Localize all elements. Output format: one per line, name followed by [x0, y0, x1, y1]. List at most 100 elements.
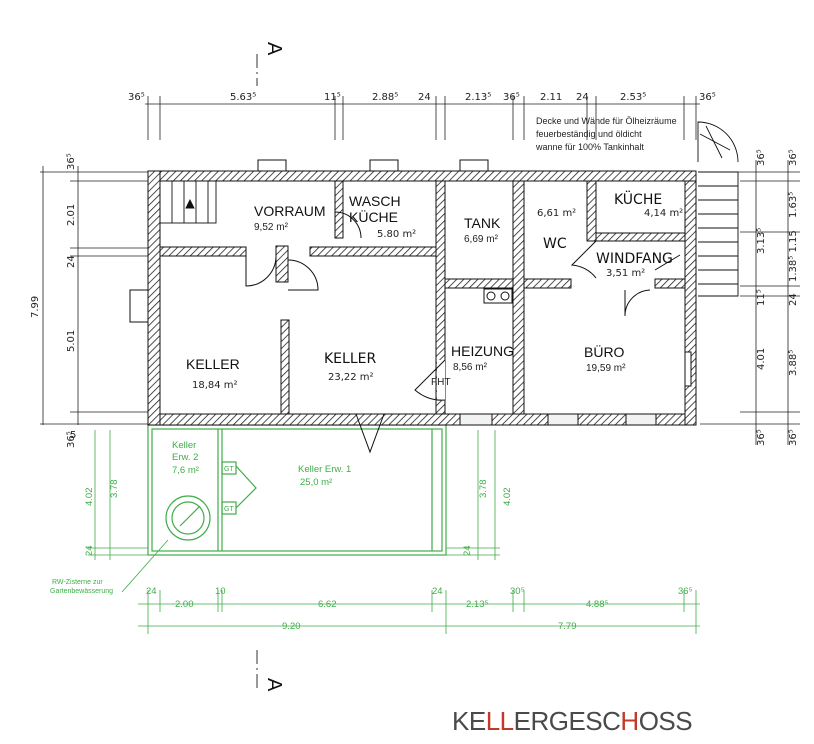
dim-right-3: 11⁵	[756, 289, 767, 306]
extension-outline	[147, 424, 447, 556]
dim-bottom-top-2: 10	[215, 586, 226, 597]
dim-green-left-2: 3.78	[109, 480, 120, 499]
dim-top-1: 36⁵	[128, 92, 145, 103]
area-kueche: 4,14 m²	[644, 208, 683, 219]
title-part-6: OSS	[638, 706, 693, 736]
cistern-leader	[121, 539, 169, 593]
room-keller-mid: KELLER	[324, 351, 376, 367]
dim-bottom-mid-2: 6.62	[318, 599, 337, 610]
page-title: KELLERGESCHOSS	[452, 706, 693, 737]
dim-top-10: 2.53⁵	[620, 92, 646, 103]
cistern-label-1: RW-Zisterne zur	[52, 579, 103, 586]
dim-bottom-top-1: 24	[146, 586, 157, 597]
dim-top-3: 11⁵	[324, 92, 341, 103]
erw1-area: 25,0 m²	[300, 477, 332, 488]
dim-left-5: 36⁵	[66, 431, 77, 448]
area-windfang: 3,51 m²	[606, 268, 645, 279]
area-heizung: 8,56 m²	[453, 362, 488, 373]
windows	[129, 159, 692, 426]
area-keller-left: 18,84 m²	[192, 380, 238, 391]
dim-top-9: 24	[576, 92, 589, 103]
green-bottom-dims	[138, 590, 700, 634]
dim-top-4: 2.88⁵	[372, 92, 398, 103]
dim-green-mid-3: 24	[462, 545, 473, 556]
dim-bottom-top-3: 24	[432, 586, 443, 597]
dim-top-11: 36⁵	[699, 92, 716, 103]
room-wc: WC	[543, 236, 567, 252]
room-tank: TANK	[464, 215, 501, 231]
dim-green-mid-1: 3.78	[478, 480, 489, 499]
door-openings	[280, 284, 625, 400]
dim-top-8: 2.11	[540, 92, 562, 103]
dim-top-5: 24	[418, 92, 431, 103]
green-vertical-dims	[88, 430, 500, 560]
dim-bottom-2: 7.79	[558, 621, 577, 632]
dim-right-9: 3.88⁵	[788, 350, 799, 376]
dim-right-5: 36⁵	[788, 149, 799, 166]
dim-right-11: 36⁵	[756, 429, 767, 446]
erw1-line-1: Keller Erw. 1	[298, 464, 351, 475]
room-keller-left: KELLER	[186, 356, 240, 372]
dim-bottom-1: 9.20	[282, 621, 301, 632]
dim-top-7: 36⁵	[503, 92, 520, 103]
note-line-1: Decke und Wände für Ölheizräume	[536, 116, 677, 126]
area-keller-mid: 23,22 m²	[328, 372, 374, 383]
top-dimension-line	[145, 96, 700, 140]
dim-right-10: 36⁵	[788, 429, 799, 446]
room-heizung: HEIZUNG	[451, 343, 514, 359]
erw2-area: 7,6 m²	[172, 465, 199, 476]
dim-bottom-mid-3: 2.13⁵	[466, 599, 488, 610]
room-buero: BÜRO	[584, 343, 625, 360]
dim-left-4: 5.01	[66, 330, 77, 352]
dim-green-mid-2: 4.02	[502, 488, 513, 507]
boiler-icon	[483, 288, 513, 304]
title-part-4: GESC	[548, 706, 621, 736]
label-fht: FHT	[431, 377, 450, 388]
dim-bottom-mid-4: 4.88⁵	[586, 599, 608, 610]
dim-green-left-3: 24	[84, 545, 95, 556]
note-line-3: wanne für 100% Tankinhalt	[535, 142, 644, 152]
section-marker-bottom: A	[263, 678, 285, 692]
left-dimension-lines	[40, 166, 160, 425]
gt-label-1: GT	[224, 466, 234, 473]
dim-green-left-1: 4.02	[84, 488, 95, 507]
gt-label-2: GT	[224, 506, 234, 513]
dim-top-6: 2.13⁵	[465, 92, 491, 103]
dim-right-6: 1.63⁵	[788, 192, 799, 218]
stairs-right	[697, 121, 739, 297]
room-windfang: WINDFANG	[596, 251, 673, 267]
section-marker-top: A	[263, 42, 285, 56]
right-dimension-lines	[700, 160, 800, 445]
dim-left-total: 7.99	[30, 296, 41, 318]
room-waschkueche-1: WASCH	[349, 193, 401, 209]
area-tank: 6,69 m²	[464, 234, 499, 245]
area-waschkueche: 5.80 m²	[377, 229, 416, 240]
dim-right-12: 5	[70, 430, 76, 441]
cistern-label-2: Gartenbewässerung	[50, 588, 113, 595]
title-part-1: KE	[452, 706, 486, 736]
dim-bottom-top-4: 30⁵	[510, 586, 525, 597]
room-kueche: KÜCHE	[614, 190, 662, 208]
dim-top-2: 5.63⁵	[230, 92, 256, 103]
erw2-line-1: Keller	[172, 440, 196, 451]
dim-bottom-top-5: 36⁵	[678, 586, 693, 597]
dim-left-3: 24	[66, 255, 77, 268]
erw2-line-2: Erw. 2	[172, 452, 198, 463]
dim-left-1: 36⁵	[66, 153, 77, 170]
area-vorraum: 9,52 m²	[254, 222, 289, 233]
stairs-left	[159, 180, 217, 224]
dim-right-4: 4.01	[756, 348, 767, 370]
walls	[147, 170, 697, 426]
title-part-3: ER	[513, 706, 550, 736]
dim-left-2: 2.01	[66, 204, 77, 226]
area-wc: 6,61 m²	[537, 208, 576, 219]
dim-right-1: 36⁵	[756, 149, 767, 166]
title-part-5: H	[620, 706, 639, 736]
title-part-2: LL	[485, 706, 514, 736]
note-line-2: feuerbeständig und öldicht	[536, 129, 642, 139]
dim-right-2: 3.13⁵	[756, 228, 767, 254]
dim-right-8: 24	[788, 293, 799, 306]
dim-bottom-mid-1: 2.00	[175, 599, 194, 610]
dim-right-7: 1.38⁵ 1.15	[788, 230, 799, 282]
